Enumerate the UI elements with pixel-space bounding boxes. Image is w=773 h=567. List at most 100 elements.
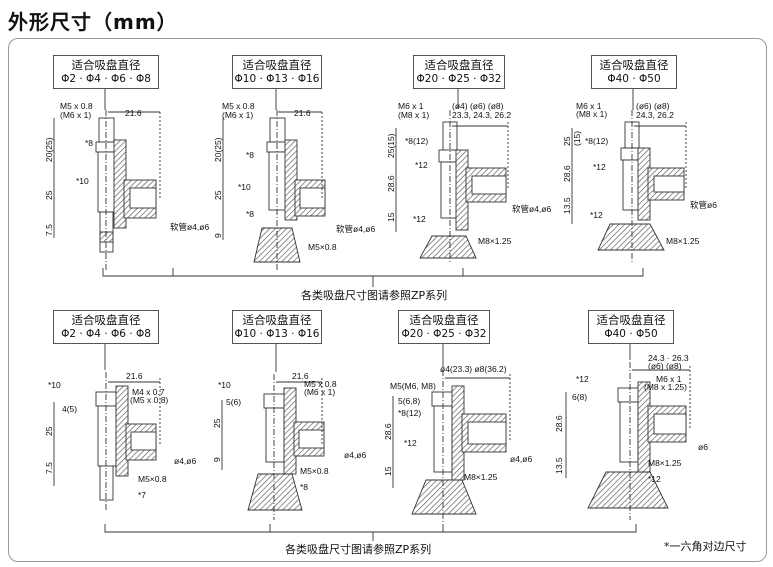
dim-label: 软管ø4,ø6: [512, 204, 551, 214]
dim-label: M5 x 0.8: [304, 379, 337, 389]
dim-label: (M6 x 1): [304, 387, 335, 397]
dim-label: (ø6) (ø8): [648, 361, 682, 371]
drawing-bottom-3-labels: ø4(23.3) ø8(36.2) M5(M6, M8) 5(6,8) *8(1…: [383, 364, 532, 482]
dim-label: 28.6: [383, 423, 393, 440]
dim-label: *8(12): [585, 136, 608, 146]
drawing-top-3-labels: M6 x 1 (M8 x 1) (ø4) (ø6) (ø8) 23.3, 24.…: [386, 101, 551, 246]
dim-label: 6(8): [572, 392, 587, 402]
dim-label: 25(15): [386, 133, 396, 158]
dim-label: *12: [593, 162, 606, 172]
dim-label: *10: [76, 176, 89, 186]
dim-label: 23.3, 24.3, 26.2: [452, 110, 511, 120]
dim-label: (M8 x 1): [576, 109, 607, 119]
drawing-top-2: [222, 110, 326, 270]
dim-label: *12: [576, 374, 589, 384]
dim-label: 20(25): [44, 137, 54, 162]
dim-label: *8(12): [398, 408, 421, 418]
drawing-bottom-2: [221, 374, 325, 520]
dim-label: 7.5: [44, 224, 54, 236]
dim-label: *10: [48, 380, 61, 390]
dim-label: M6 x 1: [656, 374, 682, 384]
dim-label: 25: [44, 426, 54, 436]
dim-label: 软管ø4,ø6: [336, 224, 375, 234]
dim-label: 5(6): [226, 397, 241, 407]
page-title: 外形尺寸（mm）: [8, 10, 178, 34]
dim-label: 9: [212, 457, 222, 462]
dim-label: (M6 x 1): [60, 110, 91, 120]
dim-label: M5×0.8: [308, 242, 337, 252]
dim-label: ø4,ø6: [344, 450, 366, 460]
dim-label: M5 x 0.8: [222, 101, 255, 111]
dim-label: *8: [246, 150, 254, 160]
dim-label: (M6 x 1): [222, 110, 253, 120]
dim-label: *12: [413, 214, 426, 224]
dim-label: (ø4) (ø6) (ø8): [452, 101, 504, 111]
dim-label: (M8 x 1.25): [644, 382, 687, 392]
dim-label: *8: [300, 482, 308, 492]
dim-label: (ø6) (ø8): [636, 101, 670, 111]
dim-label: 25: [212, 418, 222, 428]
dim-label: 13.5: [562, 197, 572, 214]
drawing-top-1-labels: M5 x 0.8 (M6 x 1) 21.6 20(25) *8 *10 25 …: [44, 101, 209, 236]
drawing-top-1: [53, 110, 161, 270]
dim-label: 4(5): [62, 404, 77, 414]
dim-label: *8(12): [405, 136, 428, 146]
drawing-bottom-1-labels: *10 21.6 M4 x 0.7 (M5 x 0.8) 4(5) 25 7.5…: [44, 371, 196, 500]
dim-label: 24.3, 26.2: [636, 110, 674, 120]
dim-label: 软管ø4,ø6: [170, 222, 209, 232]
dim-label: *12: [415, 160, 428, 170]
dim-label: *8: [85, 138, 93, 148]
dim-label: M4 x 0.7: [132, 387, 165, 397]
dim-label: ø6: [698, 442, 708, 452]
dim-label: 20(25): [213, 137, 223, 162]
drawing-top-3: [395, 110, 509, 264]
dim-label: ø4,ø6: [174, 456, 196, 466]
dim-label: 21.6: [294, 108, 311, 118]
dim-label: M5 x 0.8: [60, 101, 93, 111]
dim-label: *12: [648, 474, 661, 484]
dim-label: 25: [44, 190, 54, 200]
dim-label: 21.6: [125, 108, 142, 118]
dim-label: ø4(23.3) ø8(36.2): [440, 364, 507, 374]
dim-label: 15: [383, 466, 393, 476]
dim-label: *8: [246, 209, 254, 219]
dim-label: *10: [218, 380, 231, 390]
hex-note: *一六角对边尺寸: [664, 540, 747, 553]
dim-label: M8×1.25: [648, 458, 682, 468]
dim-label: 软管ø6: [690, 200, 717, 210]
dim-label: M6 x 1: [576, 101, 602, 111]
dim-label: 25: [562, 136, 572, 146]
drawing-bottom-4: [565, 362, 691, 520]
dim-label: *10: [238, 182, 251, 192]
dim-label: M8×1.25: [464, 472, 498, 482]
dim-label: 7.5: [44, 462, 54, 474]
dim-label: 24.3 · 26.3: [648, 353, 689, 363]
dim-label: M6 x 1: [398, 101, 424, 111]
drawing-bottom-2-labels: *10 21.6 M5 x 0.8 (M6 x 1) 5(6) 25 9 ø4,…: [212, 371, 366, 492]
dim-label: *12: [590, 210, 603, 220]
drawing-frame: [8, 38, 767, 562]
dim-label: 28.6: [386, 175, 396, 192]
dim-label: 28.6: [554, 415, 564, 432]
dim-label: M5(M6, M8): [390, 381, 436, 391]
drawing-bottom-1: [53, 372, 161, 510]
drawing-bottom-4-labels: 24.3 · 26.3 (ø6) (ø8) M6 x 1 (M8 x 1.25)…: [554, 353, 708, 484]
zp-reference-caption-top: 各类吸盘尺寸图请参照ZP系列: [298, 287, 451, 303]
dim-label: 5(6,8): [398, 396, 420, 406]
dim-label: M5×0.8: [300, 466, 329, 476]
drawing-top-4-labels: M6 x 1 (M8 x 1) (ø6) (ø8) 24.3, 26.2 25 …: [562, 101, 717, 246]
dim-label: 9: [213, 233, 223, 238]
dim-label: ø4,ø6: [510, 454, 532, 464]
zp-reference-caption-bottom: 各类吸盘尺寸图请参照ZP系列: [282, 541, 435, 557]
drawing-top-2-labels: M5 x 0.8 (M6 x 1) 21.6 20(25) *8 *10 25 …: [213, 101, 375, 252]
dim-label: 21.6: [292, 371, 309, 381]
dim-label: (M8 x 1): [398, 110, 429, 120]
